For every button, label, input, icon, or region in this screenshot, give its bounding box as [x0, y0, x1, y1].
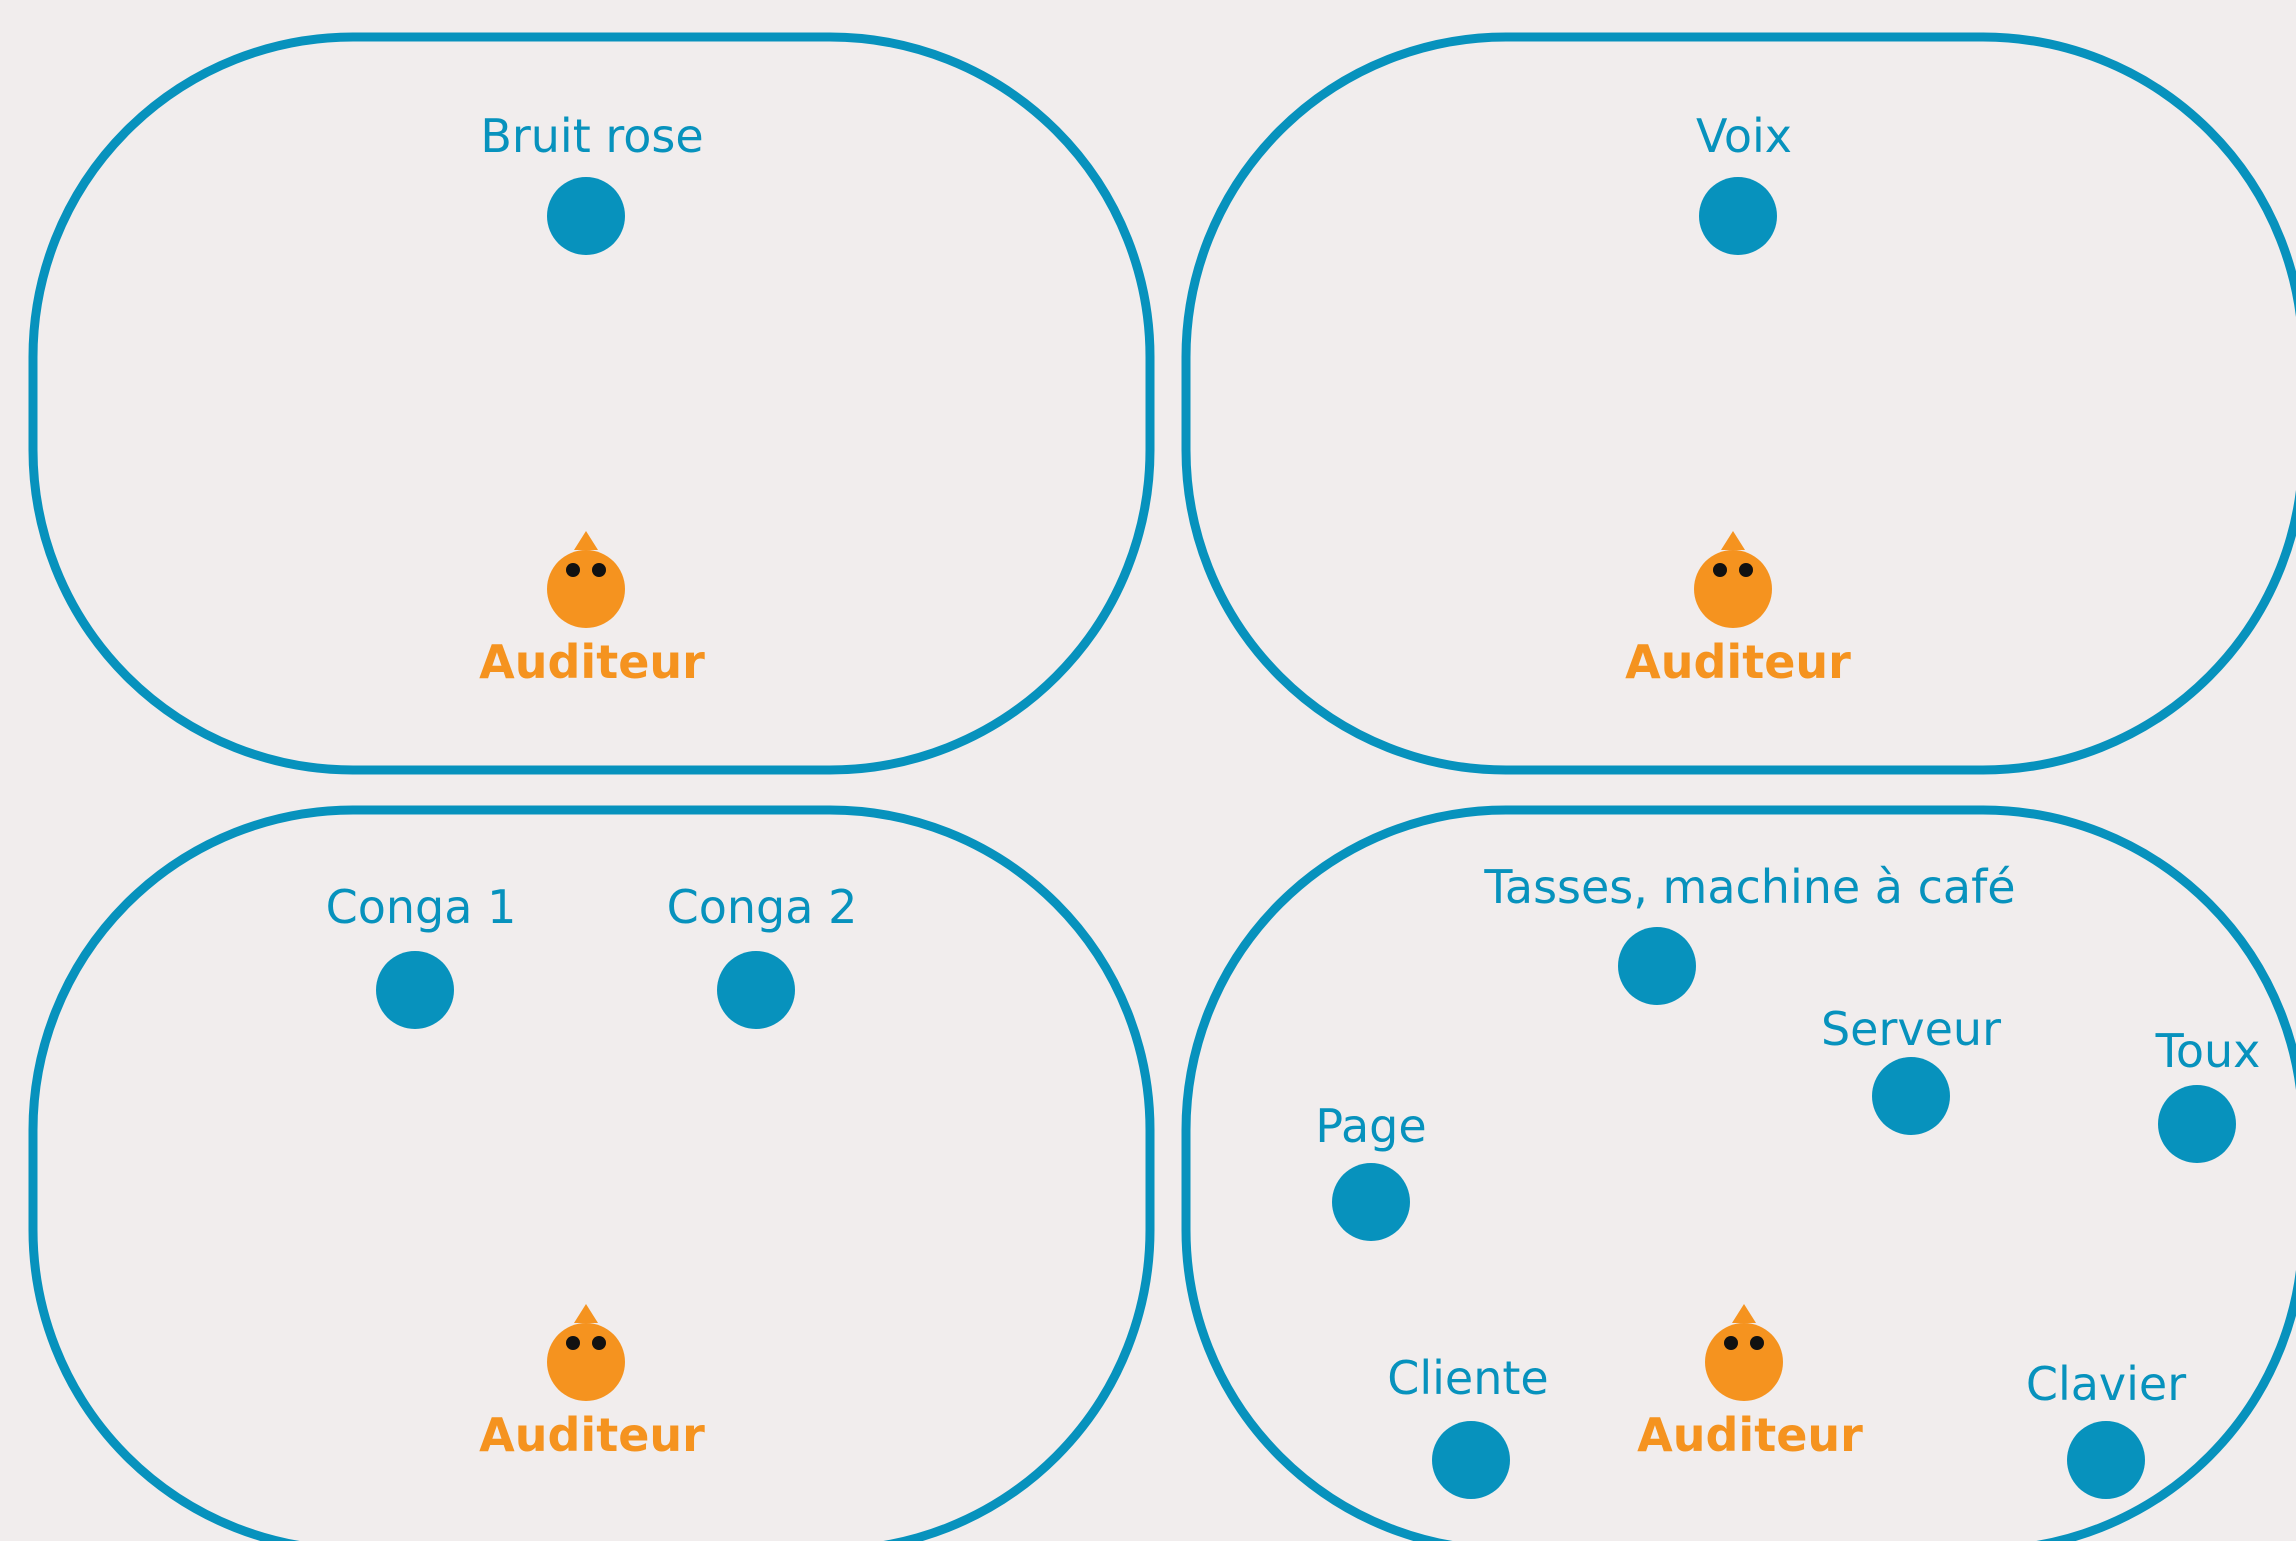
source-label: Conga 1 [326, 880, 517, 934]
room-outline [28, 805, 1155, 1541]
source-dot [2067, 1421, 2145, 1499]
source-label: Clavier [2026, 1357, 2186, 1411]
listener-icon [547, 1304, 625, 1401]
source-dot [376, 951, 454, 1029]
listener-icon [1694, 531, 1772, 628]
panel-congas: Conga 1 Conga 2 Auditeur [28, 805, 1155, 1541]
source-label: Toux [2155, 1024, 2261, 1078]
room-outline [28, 32, 1155, 775]
source-dot [2158, 1085, 2236, 1163]
source-dot [1618, 927, 1696, 1005]
source-dot [1332, 1163, 1410, 1241]
source-dot [1699, 177, 1777, 255]
room-outline [1181, 32, 2296, 775]
panel-voix: Voix Auditeur [1181, 32, 2296, 775]
listener-label: Auditeur [479, 1408, 705, 1462]
source-dot [717, 951, 795, 1029]
source-dot [547, 177, 625, 255]
panel-cafe: Tasses, machine à café Serveur Toux Page… [1181, 805, 2296, 1541]
panel-bruit-rose: Bruit rose Auditeur [28, 32, 1155, 775]
room-outline [1181, 805, 2296, 1541]
listener-label: Auditeur [1625, 635, 1851, 689]
source-label: Serveur [1821, 1002, 2001, 1056]
listener-label: Auditeur [1637, 1408, 1863, 1462]
source-dot [1872, 1057, 1950, 1135]
source-label: Tasses, machine à café [1483, 860, 2015, 914]
listener-icon [1705, 1304, 1783, 1401]
source-label: Cliente [1387, 1351, 1548, 1405]
source-label: Bruit rose [480, 109, 703, 163]
source-label: Page [1315, 1099, 1426, 1153]
source-label: Voix [1696, 109, 1792, 163]
source-dot [1432, 1421, 1510, 1499]
source-label: Conga 2 [667, 880, 858, 934]
listener-icon [547, 531, 625, 628]
listener-label: Auditeur [479, 635, 705, 689]
